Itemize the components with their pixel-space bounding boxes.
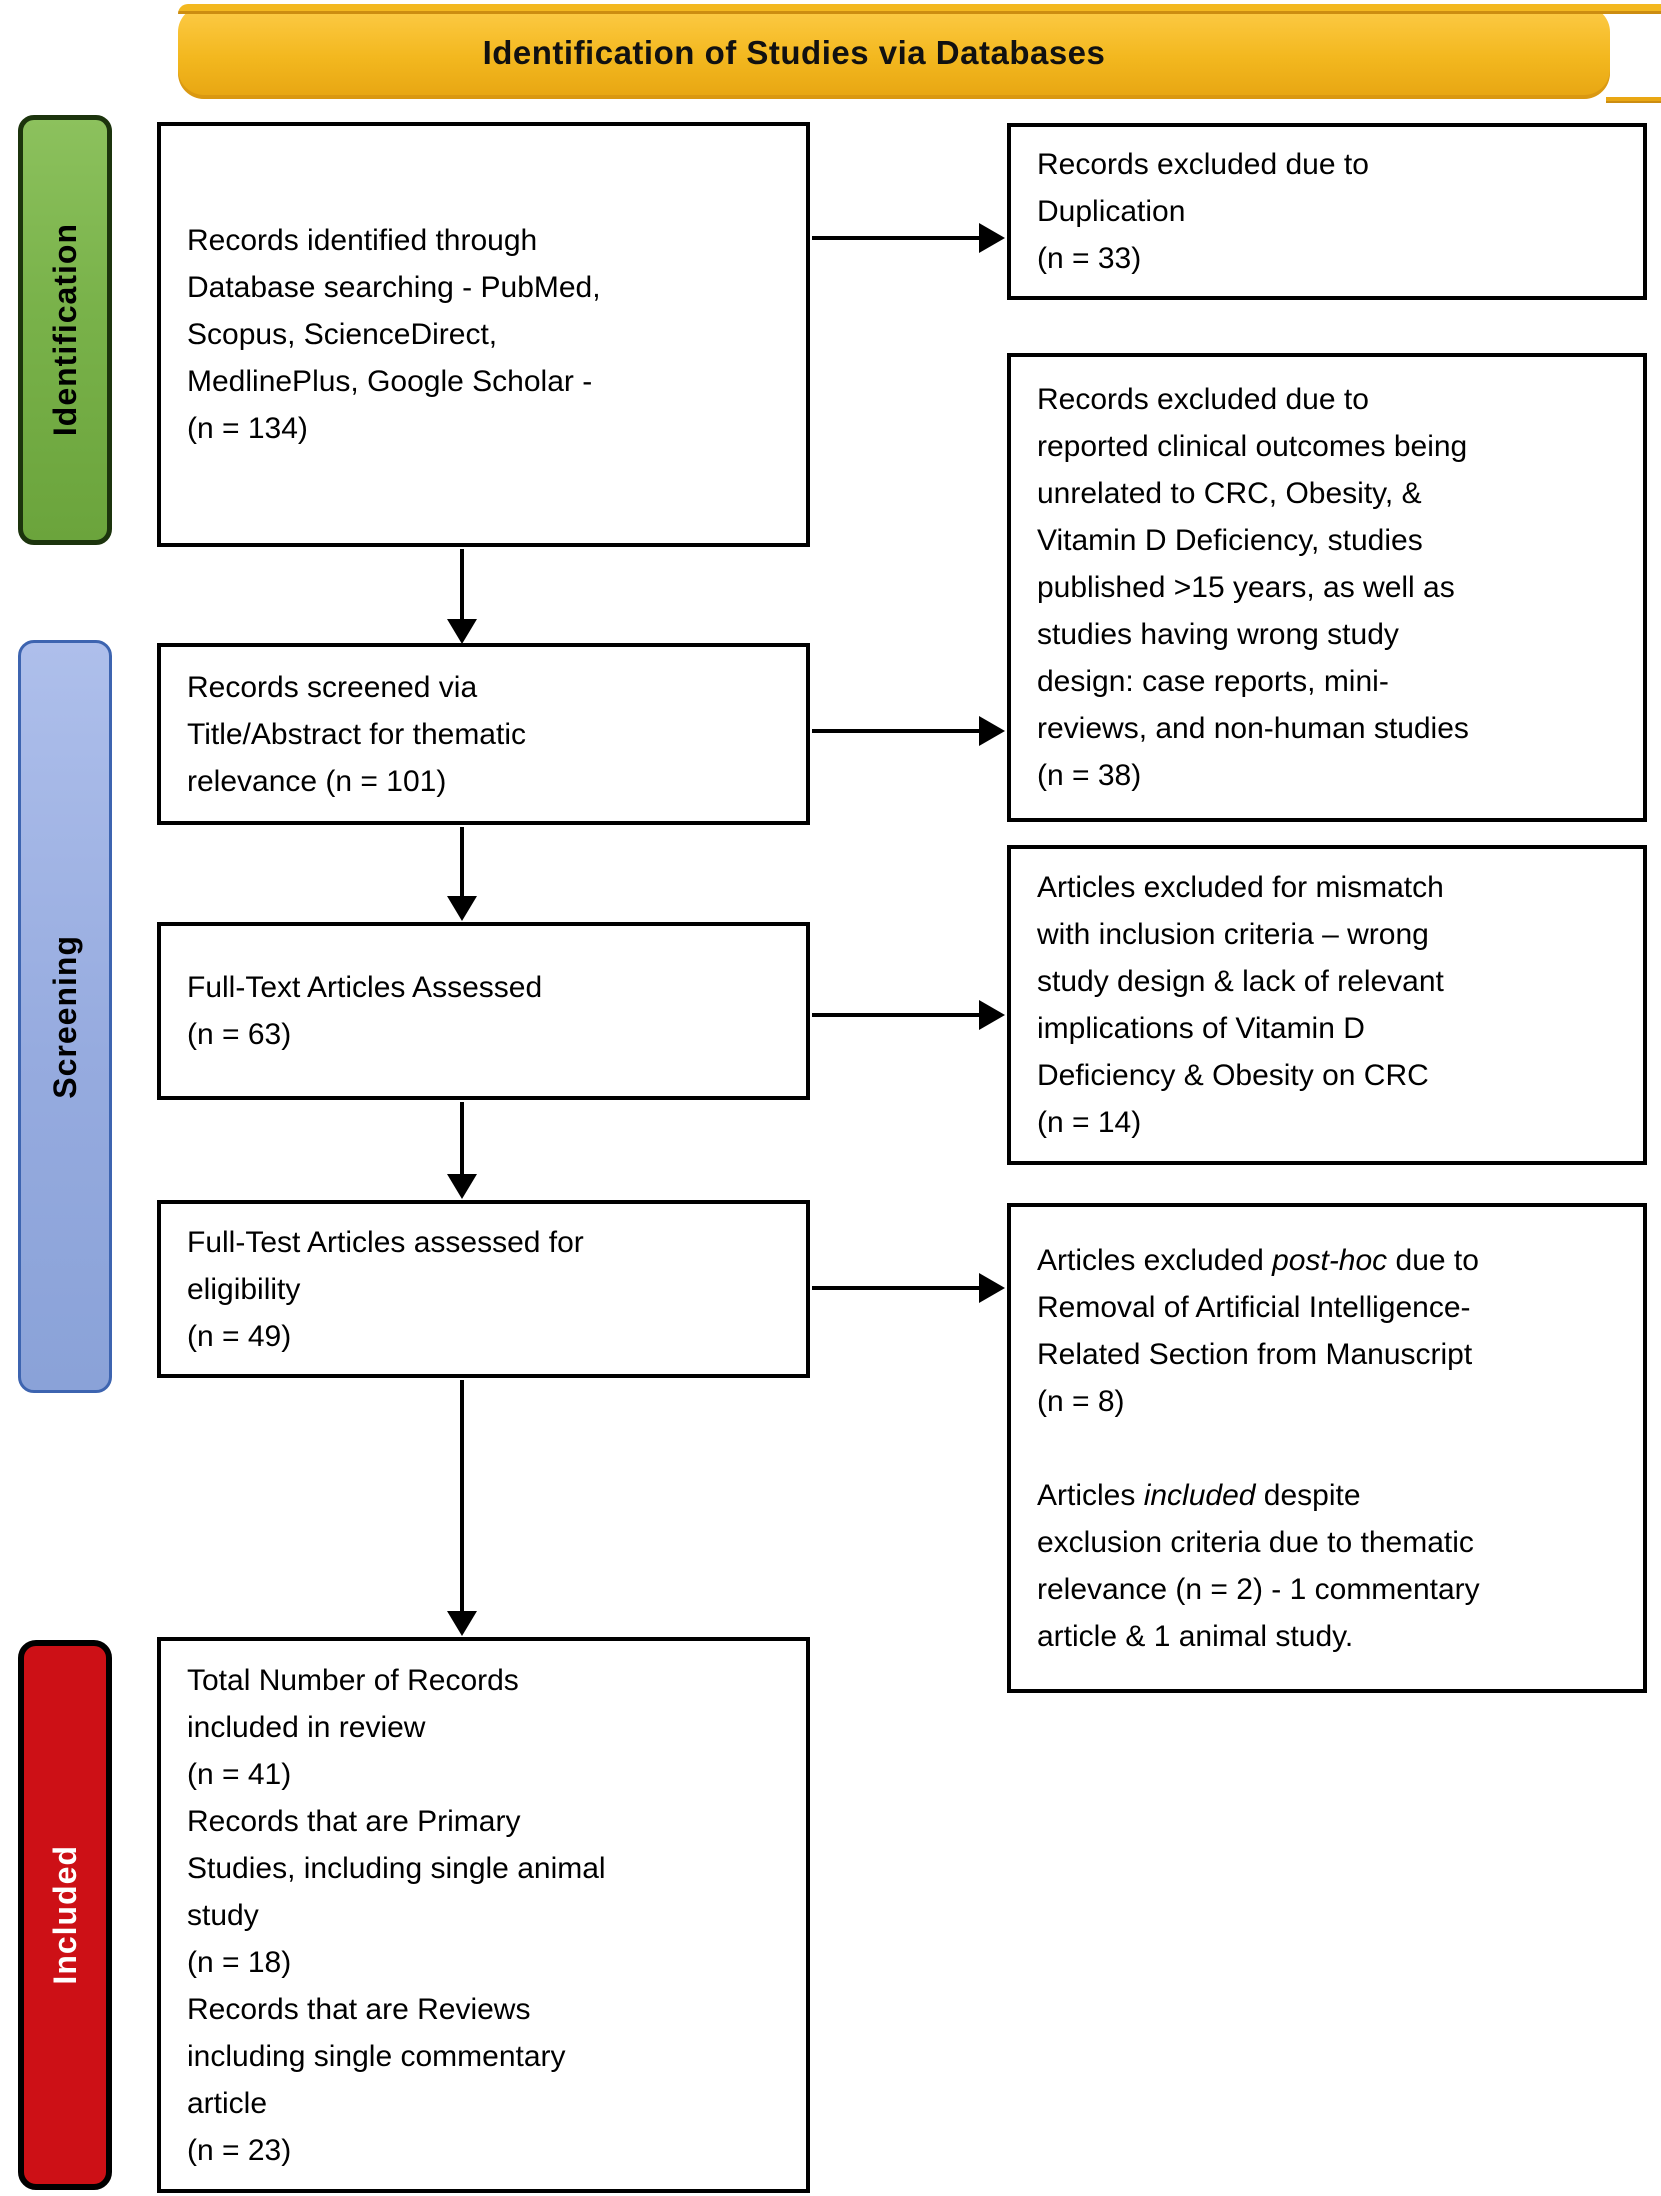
box-fulltext-assessed: Full-Text Articles Assessed(n = 63) bbox=[157, 922, 810, 1100]
arrow-identified-to-screened bbox=[447, 549, 477, 644]
stage-label-identification: Identification bbox=[18, 115, 112, 545]
stage-label-included: Included bbox=[18, 1640, 112, 2190]
arrow-screened-to-outcomes bbox=[812, 716, 1005, 746]
stage-label-screening: Screening bbox=[18, 640, 112, 1393]
arrow-identified-to-duplication bbox=[812, 223, 1005, 253]
banner-back-strip-corner bbox=[1606, 97, 1661, 103]
stage-label-screening-text: Screening bbox=[46, 934, 83, 1099]
arrow-fulltext-to-mismatch bbox=[812, 1000, 1005, 1030]
banner-back-strip bbox=[178, 4, 1661, 14]
arrow-screened-to-fulltext bbox=[447, 827, 477, 921]
header-banner: Identification of Studies via Databases bbox=[178, 6, 1610, 99]
box-fulltext-assessed-text: Full-Text Articles Assessed(n = 63) bbox=[187, 971, 543, 1051]
arrow-eligibility-to-posthoc bbox=[812, 1273, 1005, 1303]
stage-label-identification-text: Identification bbox=[46, 223, 83, 437]
arrow-eligibility-to-included bbox=[447, 1380, 477, 1636]
stage-label-included-text: Included bbox=[46, 1845, 83, 1985]
arrow-fulltext-to-eligibility bbox=[447, 1102, 477, 1199]
header-banner-title: Identification of Studies via Databases bbox=[482, 33, 1106, 71]
